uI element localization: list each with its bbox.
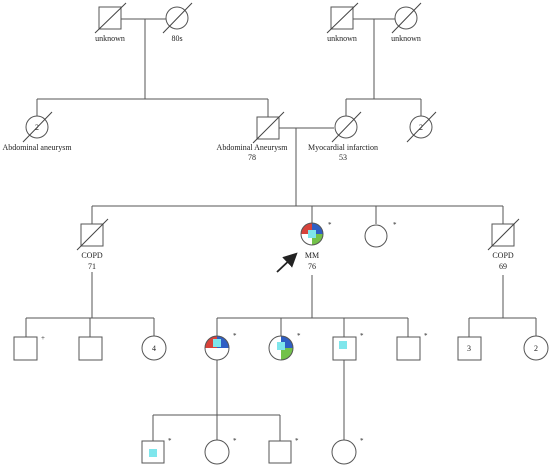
sibling-count: 3	[467, 344, 471, 353]
label-unknown: unknown	[327, 34, 357, 43]
generation-1: unknown 80s unknown unknown	[94, 2, 422, 99]
paternal-grandmother: 80s	[162, 2, 193, 43]
asterisk-mark: *	[360, 437, 364, 445]
cousin-male-group: 3	[457, 336, 482, 361]
asterisk-mark: *	[233, 332, 237, 340]
label-age: 80s	[171, 34, 182, 43]
uncle-copd-71: COPD 71	[76, 218, 109, 271]
asterisk-mark: *	[393, 221, 397, 229]
son-affected: *	[332, 332, 364, 361]
generation-3: COPD 71 * MM 76 * COPD 69	[76, 205, 520, 318]
label-condition: Abdominal Aneurysm	[217, 143, 289, 152]
label-unknown: unknown	[391, 34, 421, 43]
label-unknown: unknown	[95, 34, 125, 43]
cousin-male-plus: +	[13, 334, 45, 361]
label-age: 69	[499, 262, 507, 271]
asterisk-mark: *	[233, 437, 237, 445]
aunt-sibling-group: 2 Abdominal aneurysm	[2, 111, 72, 152]
asterisk-mark: *	[328, 221, 332, 229]
label-age: 78	[248, 153, 256, 162]
label-age: 71	[88, 262, 96, 271]
asterisk-mark: *	[360, 332, 364, 340]
grandson: *	[268, 437, 299, 464]
label-condition: Myocardial infarction	[308, 143, 378, 152]
granddaughter-2: *	[331, 437, 364, 465]
proband-arrow	[276, 252, 298, 273]
plus-mark: +	[41, 334, 45, 342]
sibling-count: 2	[534, 344, 538, 353]
label-condition: COPD	[492, 251, 514, 260]
cousin-female-group: 4	[141, 335, 167, 361]
son-unaffected: *	[396, 332, 428, 361]
sibling-count: 4	[152, 344, 156, 353]
asterisk-mark: *	[424, 332, 428, 340]
grandfather: Abdominal Aneurysm 78	[217, 111, 289, 162]
grandson-affected: *	[141, 437, 172, 464]
paternal-grandfather: unknown	[94, 2, 127, 43]
label-diagnosis: MM	[305, 251, 319, 260]
maternal-grandmother: unknown	[391, 2, 422, 43]
daughter-2: *	[268, 332, 301, 361]
generation-2: 2 Abdominal aneurysm Abdominal Aneurysm …	[2, 98, 437, 206]
great-aunt-sibling-group: 2	[406, 111, 437, 143]
generation-4: + 4 * *	[13, 317, 549, 441]
generation-5: * * * *	[141, 414, 364, 465]
aunt-unaffected: *	[364, 221, 397, 248]
maternal-grandfather: unknown	[326, 2, 359, 43]
grandmother: Myocardial infarction 53	[308, 111, 378, 162]
asterisk-mark: *	[168, 437, 172, 445]
cousin-male	[78, 336, 103, 361]
granddaughter: *	[204, 437, 237, 465]
label-age: 53	[339, 153, 347, 162]
proband-mm: * MM 76	[300, 221, 332, 271]
cousin-female-group-2: 2	[523, 335, 549, 361]
label-age: 76	[308, 262, 316, 271]
arrow-icon	[276, 252, 298, 273]
asterisk-mark: *	[295, 437, 299, 445]
asterisk-mark: *	[297, 332, 301, 340]
daughter-1: *	[204, 332, 237, 361]
uncle-copd-69: COPD 69	[487, 218, 520, 271]
label-condition: COPD	[81, 251, 103, 260]
label-condition: Abdominal aneurysm	[2, 143, 72, 152]
